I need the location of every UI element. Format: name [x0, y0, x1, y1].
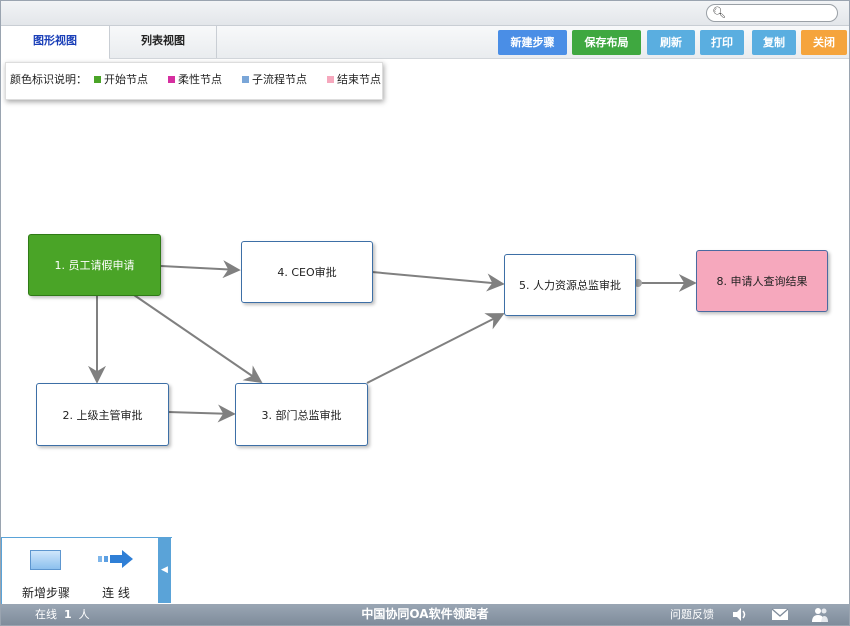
search-icon[interactable]: 🔍︎: [712, 6, 726, 19]
contacts-icon[interactable]: [811, 606, 829, 623]
edge-2-to-3[interactable]: [167, 404, 236, 423]
print-button[interactable]: 打印: [700, 30, 744, 55]
online-unit: 人: [78, 608, 90, 621]
flow-node-4-ceo-approval[interactable]: 4. CEO审批: [241, 241, 373, 303]
add-step-tool[interactable]: 新增步骤: [10, 538, 82, 604]
sound-icon[interactable]: [731, 606, 749, 623]
legend-swatch-flexible: [168, 76, 175, 83]
legend-label-end: 结束节点: [337, 73, 381, 86]
connect-tool[interactable]: 连 线: [86, 538, 146, 604]
message-icon[interactable]: [771, 606, 789, 623]
legend-swatch-end: [327, 76, 334, 83]
flow-node-8-applicant-query-result[interactable]: 8. 申请人查询结果: [696, 250, 828, 312]
connect-label: 连 线: [102, 586, 130, 600]
legend-label-subprocess: 子流程节点: [252, 73, 307, 86]
legend-swatch-subprocess: [242, 76, 249, 83]
legend-label-start: 开始节点: [104, 73, 148, 86]
search-input[interactable]: [725, 6, 829, 18]
feedback-link[interactable]: 问题反馈: [670, 608, 714, 621]
add-step-label: 新增步骤: [21, 586, 70, 600]
edge-4-to-5[interactable]: [371, 271, 505, 292]
flow-canvas[interactable]: [1, 59, 849, 604]
legend-item-flexible: 柔性节点: [168, 63, 222, 97]
tab-list-view[interactable]: 列表视图: [110, 26, 217, 58]
edge-1-to-3[interactable]: [133, 294, 263, 384]
legend-label-flexible: 柔性节点: [178, 73, 222, 86]
legend-item-end: 结束节点: [327, 63, 381, 97]
copy-button[interactable]: 复制: [752, 30, 796, 55]
save-layout-button[interactable]: 保存布局: [572, 30, 641, 55]
color-legend: 颜色标识说明： 开始节点 柔性节点 子流程节点 结束节点: [5, 62, 383, 100]
top-bar: 🔍︎: [1, 1, 849, 26]
online-users[interactable]: 在线 1 人: [35, 604, 90, 625]
step-rectangle-icon: [30, 550, 61, 570]
edge-3-to-5[interactable]: [366, 313, 505, 384]
flow-node-3-department-director-approval[interactable]: 3. 部门总监审批: [235, 383, 368, 446]
legend-item-subprocess: 子流程节点: [242, 63, 307, 97]
legend-swatch-start: [94, 76, 101, 83]
close-button[interactable]: 关闭: [801, 30, 847, 55]
collapse-palette-button[interactable]: ◀: [158, 537, 171, 603]
collapse-arrow-icon: ◀: [161, 565, 168, 575]
legend-item-start: 开始节点: [94, 63, 148, 97]
legend-title: 颜色标识说明：: [10, 73, 87, 86]
new-step-button[interactable]: 新建步骤: [498, 30, 567, 55]
online-count: 1: [64, 608, 72, 621]
refresh-button[interactable]: 刷新: [647, 30, 695, 55]
edge-5-to-8-start-dot: [634, 279, 642, 287]
flow-node-5-hr-director-approval[interactable]: 5. 人力资源总监审批: [504, 254, 636, 316]
flow-node-2-supervisor-approval[interactable]: 2. 上级主管审批: [36, 383, 169, 446]
brand-slogan: 中国协同OA软件领跑者: [361, 607, 489, 621]
online-label: 在线: [35, 608, 57, 621]
edge-1-to-4[interactable]: [160, 260, 241, 279]
connect-arrow-icon: [98, 550, 133, 568]
flow-node-1-employee-leave-request[interactable]: 1. 员工请假申请: [28, 234, 161, 296]
search-box[interactable]: 🔍︎: [706, 4, 838, 22]
status-bar: 在线 1 人 中国协同OA软件领跑者 问题反馈: [1, 604, 849, 625]
tool-palette: 新增步骤 连 线: [1, 537, 172, 605]
